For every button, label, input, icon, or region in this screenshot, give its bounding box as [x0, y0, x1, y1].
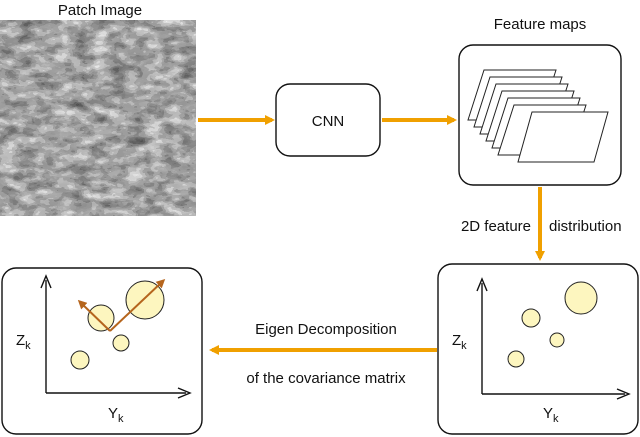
- distribution-label-left: 2D feature: [461, 218, 531, 235]
- right-plot-y-label: Zk: [452, 332, 467, 352]
- eigen-label-top: Eigen Decomposition: [255, 321, 397, 338]
- cluster-circle: [507, 350, 525, 368]
- cluster-circle: [549, 332, 565, 348]
- left-plot-x-label: Yk: [108, 405, 124, 425]
- patch-image-label: Patch Image: [58, 2, 142, 19]
- eigenvector-arrow: [77, 299, 111, 332]
- right-plot-x-label: Yk: [543, 405, 559, 425]
- cluster-circle: [87, 304, 115, 332]
- feature-maps-label: Feature maps: [494, 16, 587, 33]
- cnn-box: CNN: [275, 83, 381, 157]
- cluster-circle: [564, 281, 598, 315]
- cluster-circle: [521, 308, 541, 328]
- eigenvector-arrows: [77, 278, 166, 332]
- cluster-circle: [70, 350, 90, 370]
- left-plot-box: Zk Yk: [1, 267, 203, 435]
- cluster-circle: [125, 280, 165, 320]
- feature-map-stack: [467, 69, 609, 163]
- cnn-label: CNN: [312, 113, 345, 130]
- eigenvector-arrow: [109, 278, 166, 332]
- distribution-label-right: distribution: [549, 218, 622, 235]
- right-plot-box: Zk Yk: [437, 263, 639, 435]
- eigen-label-bottom: of the covariance matrix: [246, 370, 406, 387]
- left-plot-clusters: [70, 280, 165, 370]
- feature-maps-box: [458, 44, 622, 186]
- right-plot-clusters: [507, 281, 598, 368]
- cluster-circle: [112, 334, 130, 352]
- patch-image: [0, 20, 196, 216]
- left-plot-y-label: Zk: [16, 332, 31, 352]
